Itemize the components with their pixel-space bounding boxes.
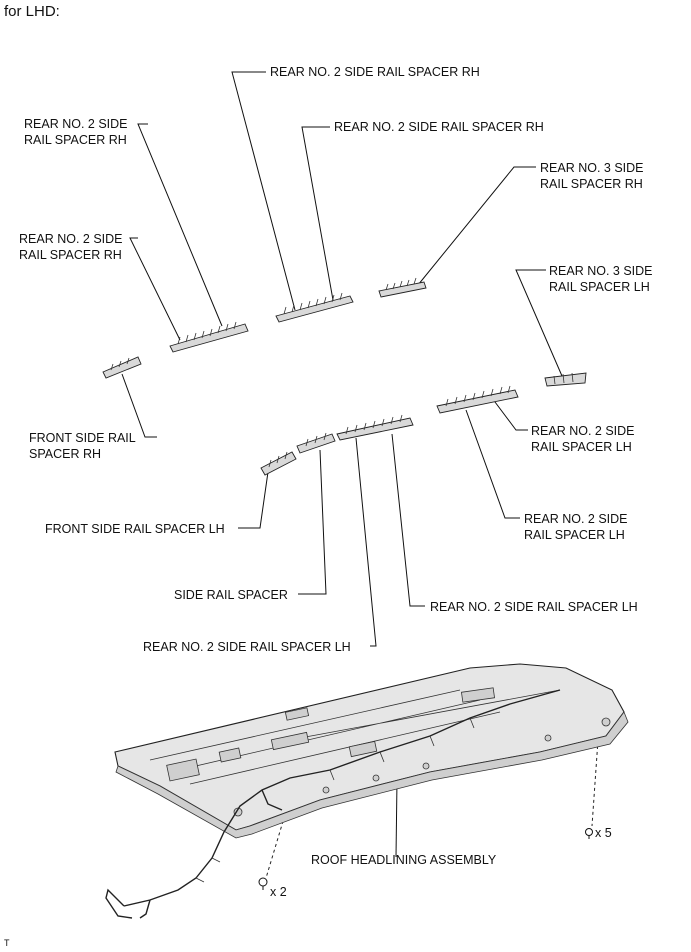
label-qty-x5: x 5: [595, 826, 612, 840]
wire-harness: [105, 689, 561, 919]
label-roof-headlining-assembly: ROOF HEADLINING ASSEMBLY: [311, 853, 497, 867]
clip-icon-x5: [585, 828, 593, 839]
label-rear-no2-lh-b-line2: RAIL SPACER LH: [524, 528, 625, 542]
leader-lines: [121, 71, 563, 858]
rear-no3-side-rail-spacer-lh-part: [544, 372, 587, 387]
label-rear-no3-rh-line2: RAIL SPACER RH: [540, 177, 643, 191]
label-rear-no2-lh-b-line1: REAR NO. 2 SIDE: [524, 512, 628, 526]
label-rear-no2-rh-left-a-line2: RAIL SPACER RH: [24, 133, 127, 147]
front-side-rail-spacer-lh-part: [260, 451, 297, 476]
label-qty-x2: x 2: [270, 885, 287, 899]
label-rear-no3-lh-line2: RAIL SPACER LH: [549, 280, 650, 294]
roof-headlining-assembly-part: [114, 663, 629, 839]
rear-no2-side-rail-spacer-rh-part-a: [275, 292, 354, 323]
rear-no2-side-rail-spacer-rh-part-b: [169, 321, 249, 353]
label-front-rh-line2: SPACER RH: [29, 447, 101, 461]
label-side-rail-spacer: SIDE RAIL SPACER: [174, 588, 288, 602]
label-rear-no2-lh-a-line2: RAIL SPACER LH: [531, 440, 632, 454]
label-rear-no2-lh-a-line1: REAR NO. 2 SIDE: [531, 424, 635, 438]
label-rear-no2-side-rail-spacer-rh-top: REAR NO. 2 SIDE RAIL SPACER RH: [270, 65, 480, 79]
front-side-rail-spacer-rh-part: [102, 356, 142, 379]
label-rear-no2-side-rail-spacer-lh-c: REAR NO. 2 SIDE RAIL SPACER LH: [430, 600, 638, 614]
dash-line-right: [591, 739, 599, 827]
rear-no3-side-rail-spacer-rh-part: [378, 277, 427, 298]
label-rear-no3-rh-line1: REAR NO. 3 SIDE: [540, 161, 644, 175]
label-rear-no2-rh-left-b-line2: RAIL SPACER RH: [19, 248, 122, 262]
label-rear-no2-rh-left-b-line1: REAR NO. 2 SIDE: [19, 232, 123, 246]
label-rear-no2-side-rail-spacer-rh-mid: REAR NO. 2 SIDE RAIL SPACER RH: [334, 120, 544, 134]
label-rear-no3-lh-line1: REAR NO. 3 SIDE: [549, 264, 653, 278]
label-rear-no2-rh-left-a-line1: REAR NO. 2 SIDE: [24, 117, 128, 131]
label-rear-no2-side-rail-spacer-lh-d: REAR NO. 2 SIDE RAIL SPACER LH: [143, 640, 351, 654]
side-rail-spacer-part: [296, 432, 336, 454]
rear-no2-side-rail-spacer-lh-center-part: [336, 414, 414, 441]
header-title: for LHD:: [4, 3, 60, 20]
clip-icon-x2: [258, 877, 268, 890]
label-front-rh-line1: FRONT SIDE RAIL: [29, 431, 136, 445]
rear-no2-side-rail-spacer-lh-part: [436, 385, 519, 414]
label-front-side-rail-spacer-lh: FRONT SIDE RAIL SPACER LH: [45, 522, 225, 536]
corner-mark: T: [4, 938, 10, 948]
